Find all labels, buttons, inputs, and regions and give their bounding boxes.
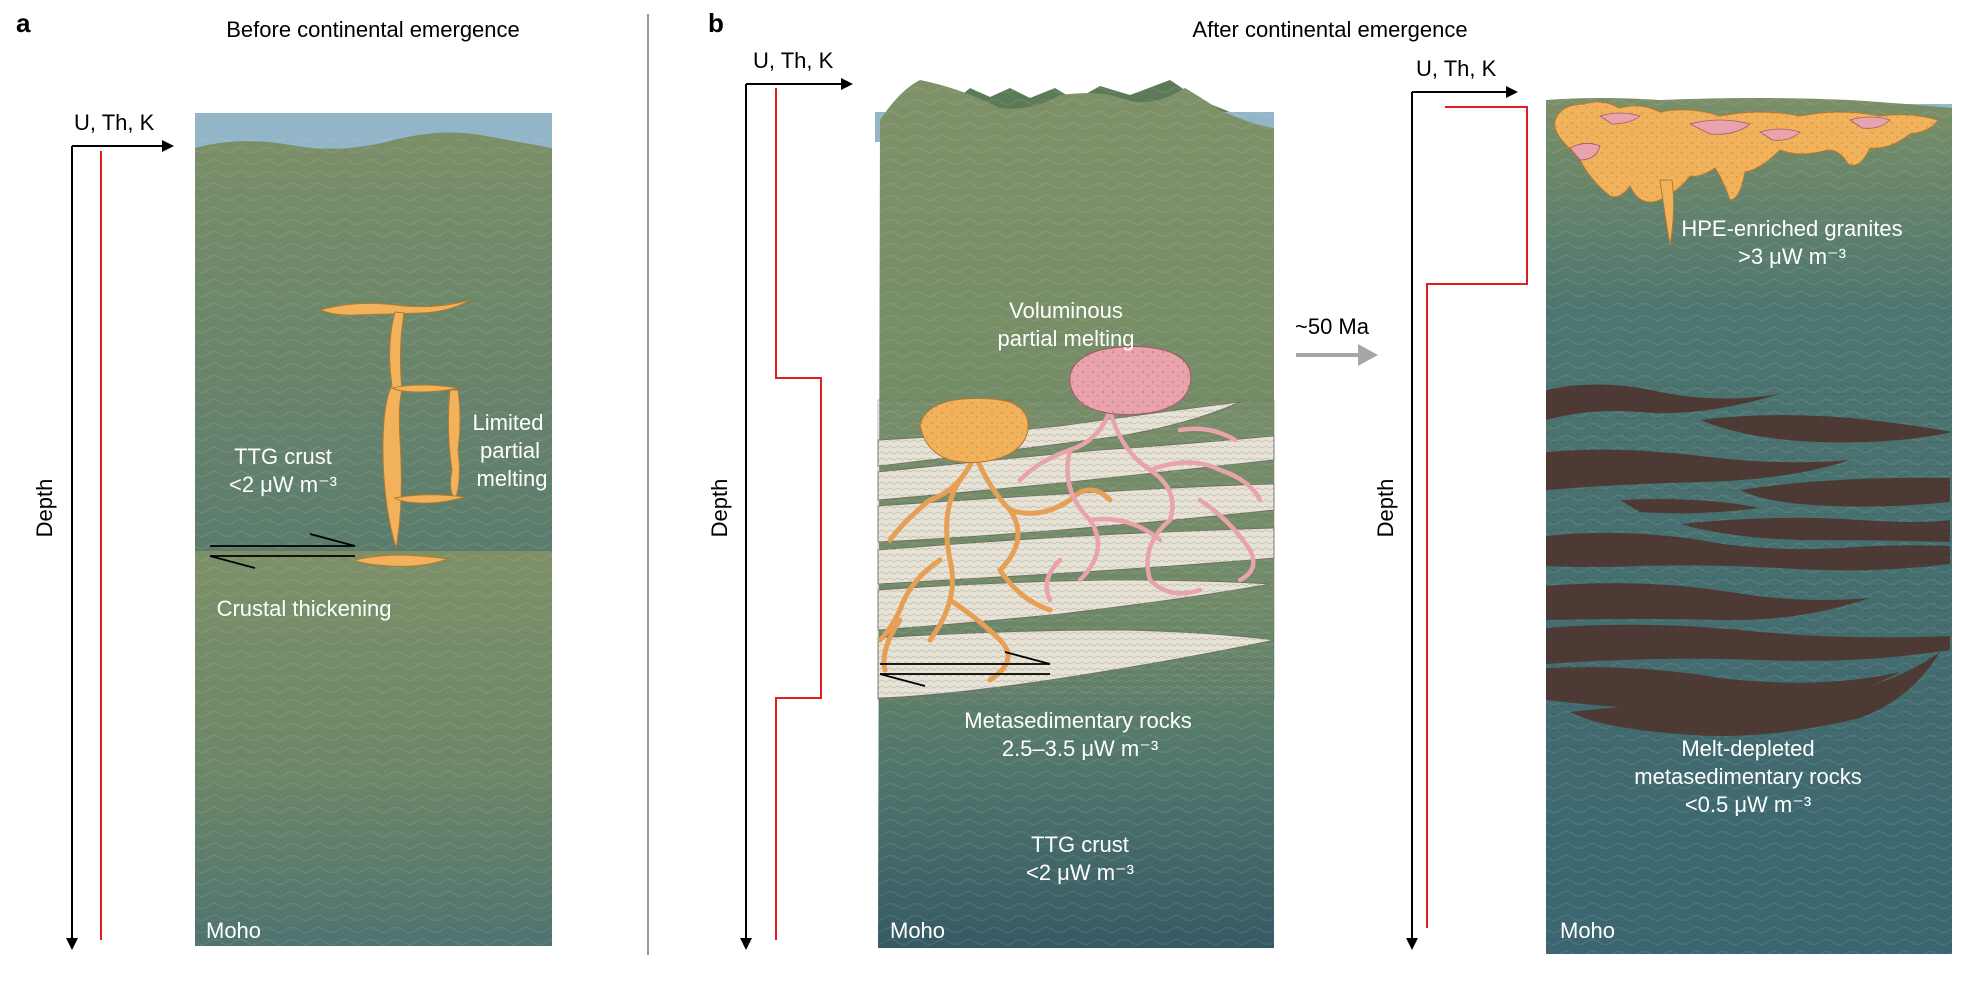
panel-b-depleted-2: metasedimentary rocks [1634,764,1861,789]
panel-b-depleted-layers [1546,378,1952,748]
panel-a-limited-1: Limited [473,410,544,435]
panel-b-voluminous-1: Voluminous [1009,298,1123,323]
panel-a-melt-branch [390,384,459,393]
granite-body-tex [1554,101,1938,203]
panel-a: a Before continental emergence U, Th, K … [16,8,552,950]
panel-a-thickening-label: Crustal thickening [217,596,392,621]
panel-a-axis-x-label: U, Th, K [74,110,155,135]
panel-b-meta-value: 2.5–3.5 μW m⁻³ [1002,736,1158,761]
depleted-texture [1546,378,1952,748]
panel-b-granites [1554,101,1939,246]
granite-pink-3 [1688,119,1751,135]
panel-a-fault-arrow-bottom [209,555,256,569]
panel-b-left-hpe-profile [775,88,822,940]
panel-b: b After continental emergence U, Th, K D… [707,8,1952,954]
panel-b-ttg-value: <2 μW m⁻³ [1026,860,1134,885]
panel-b-left-column: Voluminous partial melting Metasedimenta… [875,80,1275,948]
granite-pink-1 [1569,143,1601,161]
granite-pink-5 [1849,116,1891,129]
panel-b-time-arrow: ~50 Ma [1295,314,1378,366]
panel-a-ttg-value: <2 μW m⁻³ [229,472,337,497]
panel-a-limited-2: partial [480,438,540,463]
panel-b-fault-arrow-top [1004,651,1051,665]
panel-a-letter: a [16,8,31,38]
panel-b-depleted-1: Melt-depleted [1681,736,1814,761]
panel-b-right-axes: U, Th, K Depth [1373,56,1528,950]
panel-b-left-axis-x-label: U, Th, K [753,48,834,73]
granite-pink-4 [1759,128,1801,141]
panel-b-right-axis-x-label: U, Th, K [1416,56,1497,81]
panel-b-orange-pluton-tex [920,398,1029,463]
panel-b-fault-arrow-bottom [879,673,926,687]
panel-a-melt [318,299,471,567]
panel-b-right-column: HPE-enriched granites >3 μW m⁻³ Melt-dep… [1546,96,1952,954]
panel-a-title: Before continental emergence [226,17,520,42]
granite-pink-2 [1599,112,1641,125]
panel-b-pink-pluton-tex [1069,346,1191,415]
time-arrow-label: ~50 Ma [1295,314,1370,339]
panel-b-left-moho-label: Moho [890,918,945,943]
panel-a-axis-y-label: Depth [32,479,57,538]
panel-b-melt-network [877,407,1263,683]
panel-a-fault [209,533,356,569]
panel-a-axes: U, Th, K Depth [32,110,174,950]
panel-b-hpe-value: >3 μW m⁻³ [1738,244,1846,269]
panel-a-melt-lens-top [318,299,471,316]
panel-a-fault-arrow-top [309,533,356,547]
panel-a-moho-label: Moho [206,918,261,943]
panel-b-hpe-label: HPE-enriched granites [1681,216,1902,241]
panel-b-letter: b [708,8,724,38]
panel-a-crust-column: TTG crust <2 μW m⁻³ Limited partial melt… [195,113,552,946]
panel-a-texture [195,138,552,946]
panel-a-melt-lens-mid [393,494,466,504]
panel-b-voluminous-2: partial melting [998,326,1135,351]
panel-b-left-axis-y-label: Depth [707,479,732,538]
panel-b-meta-label: Metasedimentary rocks [964,708,1191,733]
panel-b-right-axis-y-label: Depth [1373,479,1398,538]
panel-a-melt-lens-base [353,554,448,567]
panel-b-ttg-label: TTG crust [1031,832,1129,857]
panel-b-left-axes: U, Th, K Depth [707,48,853,950]
time-arrow-head [1358,344,1378,366]
panel-b-right-moho-label: Moho [1560,918,1615,943]
panel-a-ttg-label: TTG crust [234,444,332,469]
panel-b-right-hpe-profile [1426,106,1528,928]
panel-b-fault [879,651,1051,687]
granite-dike-orange [1659,179,1675,246]
panel-b-depleted-3: <0.5 μW m⁻³ [1685,792,1811,817]
panel-a-limited-3: melting [477,466,548,491]
panel-b-title: After continental emergence [1192,17,1467,42]
